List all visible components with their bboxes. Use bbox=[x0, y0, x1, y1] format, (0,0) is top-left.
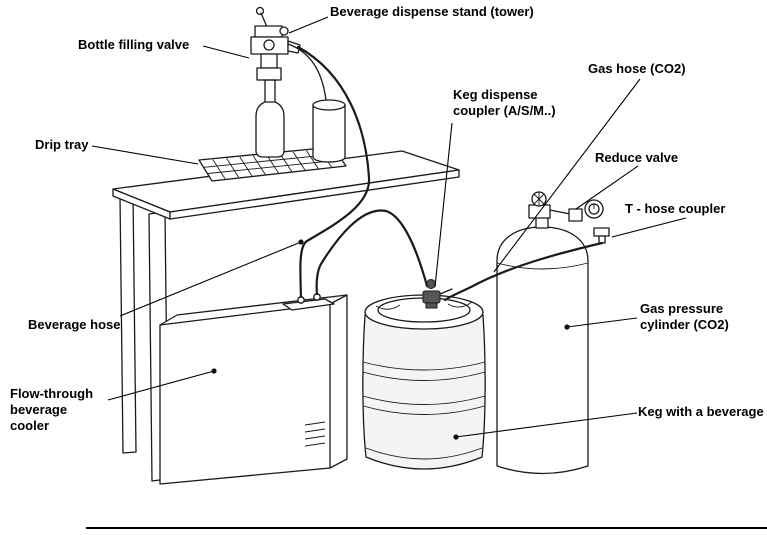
table-drawing bbox=[112, 150, 460, 482]
jar-drawing bbox=[287, 43, 346, 163]
label-keg-with-beverage: Keg with a beverage bbox=[638, 404, 764, 419]
cooler-drawing bbox=[159, 293, 348, 485]
leader-lines bbox=[91, 16, 687, 438]
reduce-valve-drawing bbox=[528, 191, 610, 244]
label-gas-cylinder: Gas pressure cylinder (CO2) bbox=[640, 301, 729, 332]
label-drip-tray: Drip tray bbox=[35, 137, 89, 152]
label-reduce-valve: Reduce valve bbox=[595, 150, 679, 165]
bottle-drawing bbox=[255, 79, 285, 158]
drip-tray-drawing bbox=[198, 146, 347, 182]
beverage-hose-drawing bbox=[296, 45, 429, 299]
gas-hose-drawing bbox=[443, 241, 604, 302]
callout-dots bbox=[211, 239, 570, 440]
label-keg-coupler: Keg dispense coupler (A/S/M..) bbox=[453, 87, 556, 118]
dispense-tower-drawing bbox=[250, 6, 301, 81]
label-t-hose-coupler: T - hose coupler bbox=[625, 201, 726, 216]
gas-cylinder-drawing bbox=[496, 226, 589, 475]
keg-drawing bbox=[362, 294, 486, 470]
label-beverage-hose: Beverage hose bbox=[28, 317, 121, 332]
label-bottle-filling-valve: Bottle filling valve bbox=[78, 37, 190, 52]
label-beverage-cooler: Flow-through beverage cooler bbox=[10, 386, 94, 433]
label-gas-hose: Gas hose (CO2) bbox=[588, 61, 686, 76]
label-dispense-tower: Beverage dispense stand (tower) bbox=[330, 4, 534, 19]
